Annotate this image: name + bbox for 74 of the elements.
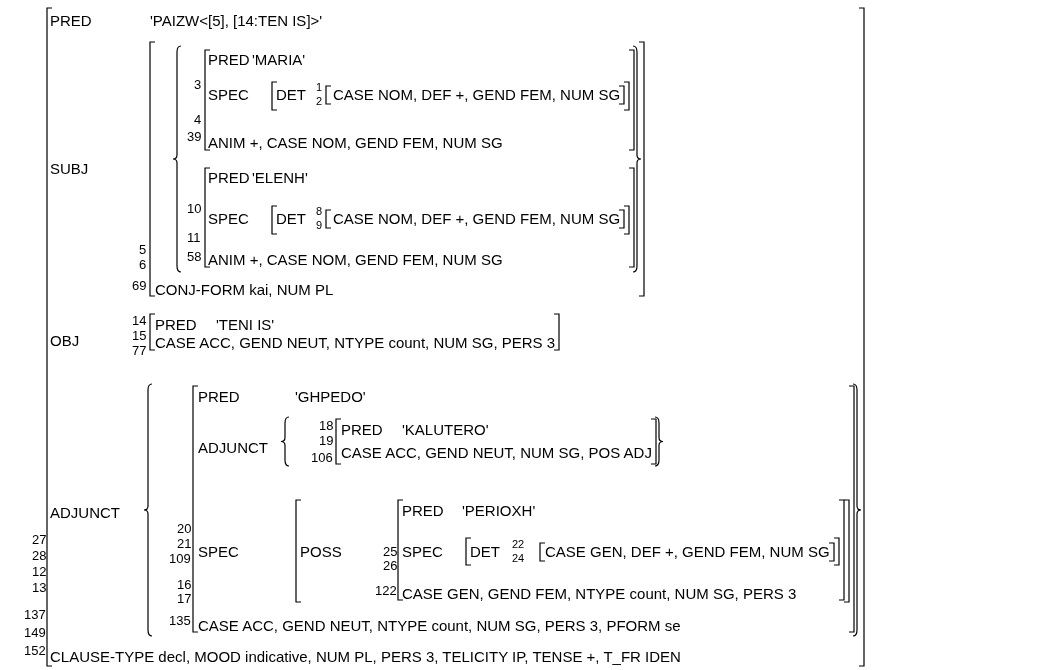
feature-list: CASE GEN, DEF +, GEND FEM, NUM SG	[545, 543, 830, 559]
attribute-name: PRED	[341, 421, 383, 437]
feature-list: CASE ACC, GEND NEUT, NTYPE count, NUM SG, PERS 3, PFORM se	[198, 617, 681, 633]
index-number: 3	[194, 77, 202, 91]
index-number: 13	[32, 580, 47, 594]
attribute-name: SUBJ	[50, 160, 89, 176]
attribute-name: OBJ	[50, 332, 80, 348]
feature-list: ANIM +, CASE NOM, GEND FEM, NUM SG	[208, 134, 503, 150]
feature-list: ANIM +, CASE NOM, GEND FEM, NUM SG	[208, 251, 503, 267]
feature-list: CASE ACC, GEND NEUT, NUM SG, POS ADJ	[341, 444, 652, 460]
index-number: 135	[169, 613, 191, 627]
index-number: 15	[132, 328, 147, 342]
attribute-name: SPEC	[208, 86, 249, 102]
index-number: 24	[512, 552, 525, 564]
index-number: 12	[32, 564, 47, 578]
index-number: 137	[24, 607, 46, 621]
index-number: 21	[177, 536, 192, 550]
index-number: 26	[383, 558, 398, 572]
index-number: 22	[512, 538, 525, 550]
attribute-name: SPEC	[198, 543, 239, 559]
attribute-name: PRED	[155, 316, 197, 332]
pred-value: 'TENI IS'	[216, 316, 275, 332]
feature-list: CONJ-FORM kai, NUM PL	[155, 281, 334, 297]
index-number: 69	[132, 278, 147, 292]
feature-list: CASE NOM, DEF +, GEND FEM, NUM SG	[333, 210, 621, 226]
index-number: 6	[139, 257, 147, 271]
index-number: 16	[177, 577, 192, 591]
index-number: 1	[316, 81, 323, 93]
pred-value: 'PERIOXH'	[462, 502, 536, 518]
index-number: 11	[187, 230, 201, 244]
index-number: 14	[132, 313, 147, 327]
feature-list: CASE GEN, GEND FEM, NTYPE count, NUM SG, PERS 3	[402, 585, 797, 601]
index-number: 149	[24, 625, 46, 639]
attribute-name: DET	[276, 86, 306, 102]
index-number: 19	[319, 433, 334, 447]
index-number: 28	[32, 548, 47, 562]
attribute-name: DET	[470, 543, 500, 559]
attribute-name: PRED	[208, 51, 250, 67]
index-number: 18	[319, 418, 334, 432]
index-number: 25	[383, 544, 398, 558]
pred-value: 'KALUTERO'	[402, 421, 489, 437]
attribute-name: SPEC	[208, 210, 249, 226]
pred-value: 'PAIZW<[5], [14:TEN IS]>'	[150, 12, 323, 28]
index-number: 10	[187, 201, 202, 215]
attribute-name: DET	[276, 210, 306, 226]
index-number: 39	[187, 129, 202, 143]
pred-value: 'MARIA'	[252, 51, 306, 67]
pred-value: 'GHPEDO'	[295, 388, 366, 404]
index-number: 20	[177, 521, 192, 535]
attribute-name: PRED	[198, 388, 240, 404]
attribute-name: ADJUNCT	[198, 439, 268, 455]
pred-value: 'ELENH'	[252, 169, 308, 185]
attribute-name: PRED	[402, 502, 444, 518]
index-number: 4	[194, 112, 202, 126]
feature-list: CLAUSE-TYPE decl, MOOD indicative, NUM PL, PERS 3, TELICITY IP, TENSE +, T_FR IDEN	[50, 648, 681, 664]
attribute-name: ADJUNCT	[50, 504, 120, 520]
index-number: 17	[177, 591, 192, 605]
index-number: 9	[316, 219, 323, 231]
index-number: 77	[132, 343, 147, 357]
index-number: 122	[375, 583, 397, 597]
index-number: 8	[316, 205, 323, 217]
attribute-name: PRED	[50, 12, 92, 28]
index-number: 106	[311, 450, 333, 464]
attribute-name: SPEC	[402, 543, 443, 559]
index-number: 152	[24, 643, 46, 657]
index-number: 5	[139, 242, 147, 256]
index-number: 27	[32, 532, 47, 546]
index-number: 109	[169, 551, 191, 565]
attribute-name: POSS	[300, 543, 342, 559]
index-number: 2	[316, 95, 323, 107]
feature-list: CASE ACC, GEND NEUT, NTYPE count, NUM SG, PERS 3	[155, 334, 556, 350]
attribute-name: PRED	[208, 169, 250, 185]
feature-list: CASE NOM, DEF +, GEND FEM, NUM SG	[333, 86, 621, 102]
index-number: 58	[187, 249, 202, 263]
